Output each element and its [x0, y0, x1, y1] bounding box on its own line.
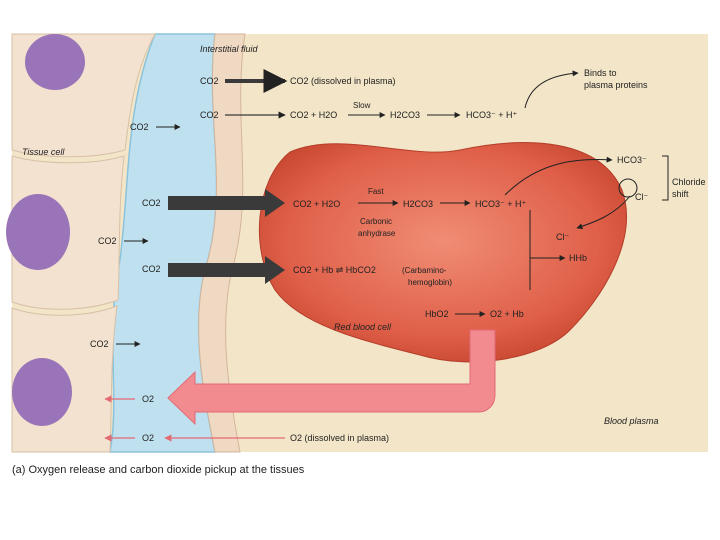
- row1-dissolved: CO2 (dissolved in plasma): [290, 76, 396, 86]
- hco3-out: HCO3⁻: [617, 155, 647, 165]
- figure-caption: (a) Oxygen release and carbon dioxide pi…: [12, 464, 305, 476]
- interstitial-label: Interstitial fluid: [200, 44, 259, 54]
- binds-label-2: plasma proteins: [584, 80, 648, 90]
- nucleus: [6, 194, 70, 270]
- row3-eq-b: H2CO3: [403, 199, 433, 209]
- hco3-out-arrow: [504, 156, 613, 196]
- capillary-wall: [198, 33, 246, 453]
- row4-co2: CO2: [142, 264, 161, 274]
- carbamino-2: hemoglobin): [408, 278, 452, 287]
- red-blood-cell: [258, 142, 627, 363]
- row3-eq-a: CO2 + H2O: [293, 199, 340, 209]
- row2-co2: CO2: [200, 110, 219, 120]
- nucleus: [25, 34, 85, 90]
- carbamino-1: (Carbamino-: [402, 266, 447, 275]
- row3-eq-c: HCO3⁻ + H⁺: [475, 199, 527, 209]
- row2-eq-c: HCO3⁻ + H⁺: [466, 110, 518, 120]
- chloride-bracket: [662, 155, 669, 201]
- nucleus: [12, 358, 72, 426]
- cell-co2-2: CO2: [98, 236, 117, 246]
- row5-o2-hb: O2 + Hb: [490, 309, 524, 319]
- hhb: HHb: [569, 253, 587, 263]
- antiporter: [618, 178, 638, 198]
- o2-dissolved: O2 (dissolved in plasma): [290, 433, 389, 443]
- cell-co2-3: CO2: [90, 339, 109, 349]
- o2-out-1: O2: [142, 394, 154, 404]
- slow-label: Slow: [353, 101, 371, 110]
- cl-in-arrow: [576, 195, 631, 230]
- fast-label: Fast: [368, 187, 384, 196]
- cl-out: Cl⁻: [635, 192, 648, 202]
- row3-co2: CO2: [142, 198, 161, 208]
- row2-eq-a: CO2 + H2O: [290, 110, 337, 120]
- tissue-cell-label: Tissue cell: [22, 147, 65, 157]
- cell-co2-1: CO2: [130, 122, 149, 132]
- cl-in: Cl⁻: [556, 232, 569, 242]
- chloride-shift-2: shift: [672, 189, 689, 199]
- blood-plasma-label: Blood plasma: [604, 416, 659, 426]
- row2-eq-b: H2CO3: [390, 110, 420, 120]
- row4-eq: CO2 + Hb ⇌ HbCO2: [293, 265, 376, 275]
- chloride-shift-1: Chloride: [672, 177, 706, 187]
- carbonic-1: Carbonic: [360, 217, 392, 226]
- binds-arrow: [524, 70, 579, 109]
- carbonic-2: anhydrase: [358, 229, 396, 238]
- o2-out-2: O2: [142, 433, 154, 443]
- binds-label-1: Binds to: [584, 68, 617, 78]
- row5-hbo2: HbO2: [425, 309, 449, 319]
- row1-co2: CO2: [200, 76, 219, 86]
- row4-big-arrow: [168, 256, 285, 284]
- row3-big-arrow: [168, 189, 285, 217]
- o2-release-arrow: [167, 329, 496, 426]
- rbc-label: Red blood cell: [334, 322, 392, 332]
